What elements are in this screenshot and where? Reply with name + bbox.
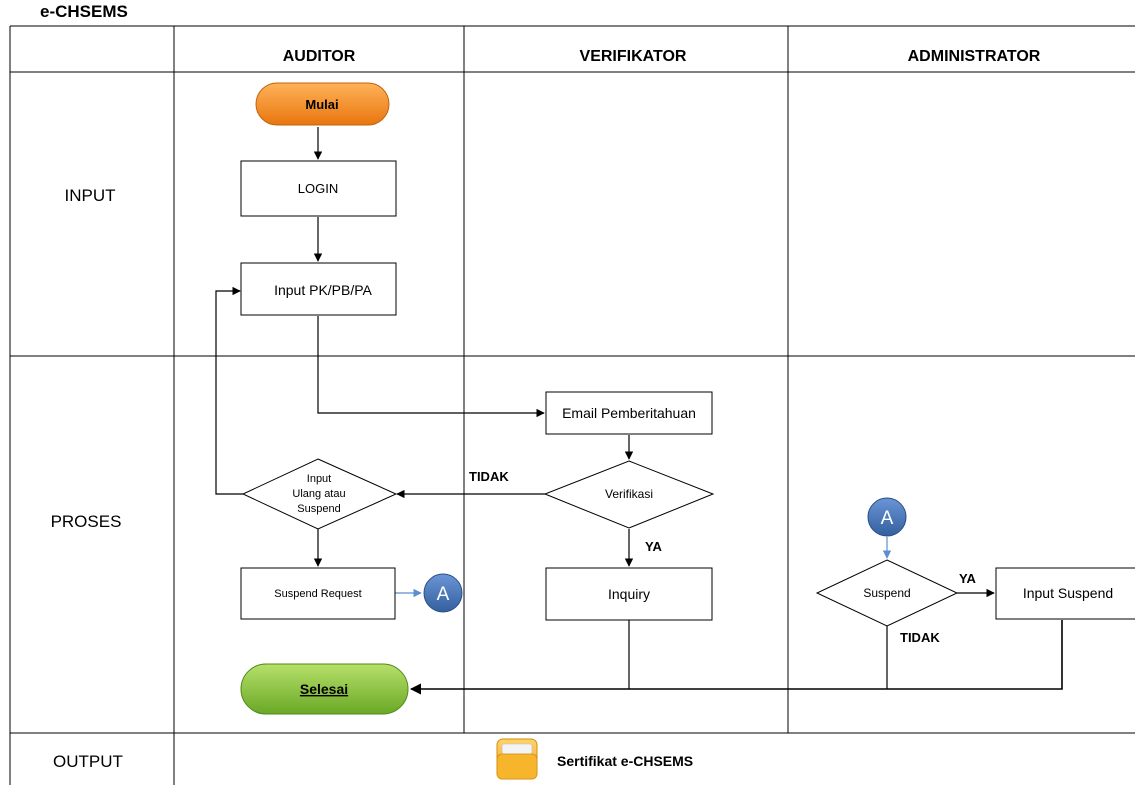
connector-a-out: A <box>423 573 463 613</box>
suspend-label: Suspend <box>863 586 910 600</box>
lane-header-auditor: AUDITOR <box>283 48 356 65</box>
email-label: Email Pemberitahuan <box>562 405 696 421</box>
suspend-decision: Suspend <box>815 559 959 627</box>
lane-header-administrator: ADMINISTRATOR <box>908 48 1041 65</box>
end-label: Selesai <box>300 681 348 697</box>
connector-a-in-label: A <box>881 508 894 529</box>
input-suspend-process: Input Suspend <box>995 567 1135 620</box>
blue-connectors <box>395 537 892 598</box>
flow-connectors <box>215 127 1063 695</box>
end-terminator: Selesai <box>240 663 409 715</box>
row-label-input: INPUT <box>65 186 116 205</box>
branch-label-tidak-verifikasi: TIDAK <box>469 469 509 484</box>
inquiry-label: Inquiry <box>608 586 650 602</box>
input-pk-process: Input PK/PB/PA <box>240 262 397 316</box>
connector-a-out-label: A <box>437 584 450 605</box>
lane-header-verifikator: VERIFIKATOR <box>580 48 687 65</box>
input-suspend-label: Input Suspend <box>1023 585 1113 601</box>
input-ulang-line-3: Suspend <box>297 503 340 515</box>
verifikasi-label: Verifikasi <box>605 487 653 501</box>
inquiry-process: Inquiry <box>545 567 713 621</box>
input-ulang-decision: Input Ulang atau Suspend <box>241 458 398 530</box>
folder-icon <box>496 738 538 780</box>
swimlane-grid <box>9 25 1135 785</box>
suspend-request-process: Suspend Request <box>240 567 396 620</box>
start-terminator: Mulai <box>255 82 390 126</box>
output-label: Sertifikat e-CHSEMS <box>557 753 693 769</box>
login-process: LOGIN <box>240 160 397 217</box>
branch-label-ya-suspend: YA <box>959 571 976 586</box>
email-process: Email Pemberitahuan <box>545 391 713 435</box>
input-ulang-line-2: Ulang atau <box>292 488 345 500</box>
branch-label-tidak-suspend: TIDAK <box>900 630 940 645</box>
connector-a-in: A <box>867 497 907 537</box>
login-label: LOGIN <box>298 181 338 196</box>
input-pk-label: Input PK/PB/PA <box>274 282 372 298</box>
row-label-proses: PROSES <box>51 512 122 531</box>
diagram-title: e-CHSEMS <box>40 2 128 21</box>
suspend-request-label: Suspend Request <box>274 588 361 600</box>
branch-label-ya-verifikasi: YA <box>645 539 662 554</box>
row-label-output: OUTPUT <box>53 752 123 771</box>
verifikasi-decision: Verifikasi <box>543 460 715 529</box>
start-label: Mulai <box>305 97 338 112</box>
input-ulang-line-1: Input <box>307 473 331 485</box>
